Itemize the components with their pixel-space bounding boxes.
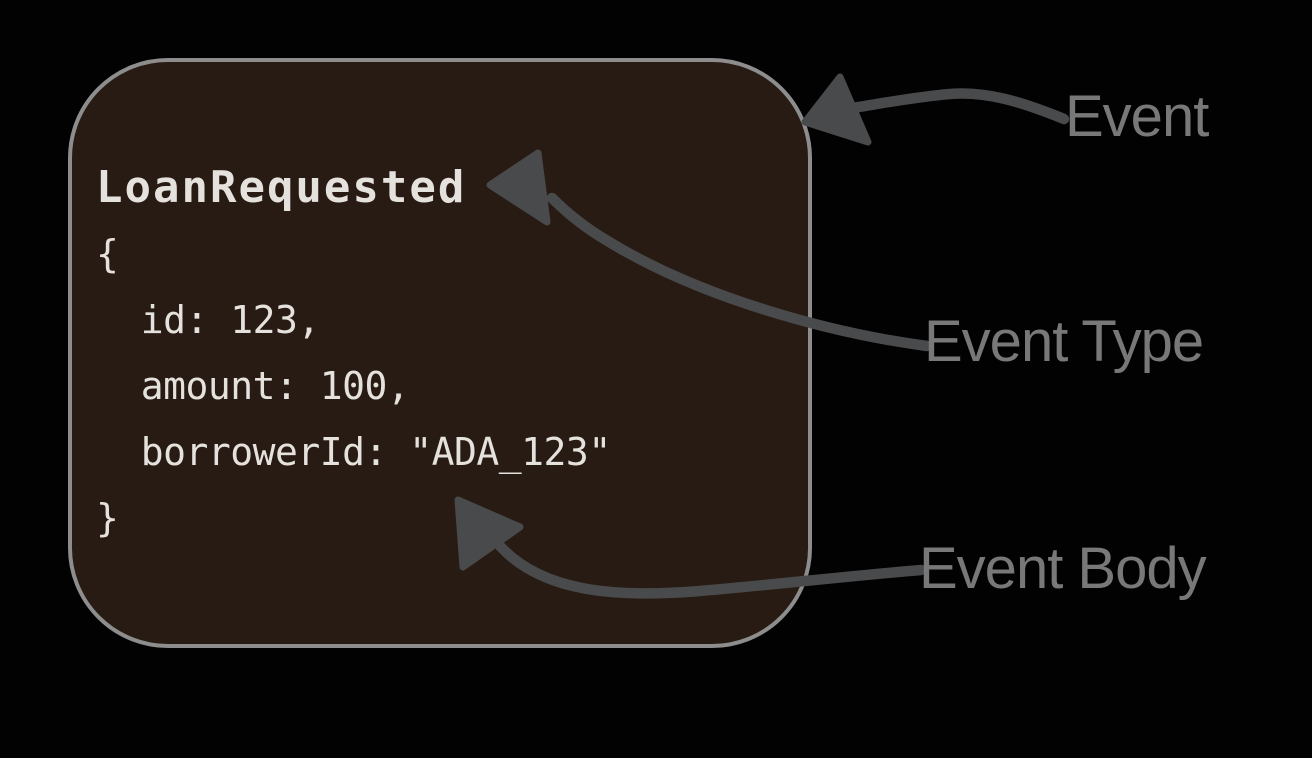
code-line-borrower-id: borrowerId: "ADA_123": [96, 430, 611, 474]
event-arrow: [801, 73, 1070, 146]
code-line-id: id: 123,: [96, 298, 321, 342]
event-card: LoanRequested { id: 123, amount: 100, bo…: [68, 58, 812, 648]
label-event-body: Event Body: [919, 536, 1207, 601]
code-line-amount: amount: 100,: [96, 364, 410, 408]
code-line-close-brace: }: [96, 496, 119, 540]
event-type-title: LoanRequested: [96, 162, 467, 213]
code-line-open-brace: {: [96, 232, 119, 276]
label-event: Event: [1065, 84, 1209, 149]
label-event-type: Event Type: [924, 309, 1204, 374]
event-arrow-head-icon: [801, 73, 872, 146]
event-arrow-line: [846, 88, 1070, 125]
